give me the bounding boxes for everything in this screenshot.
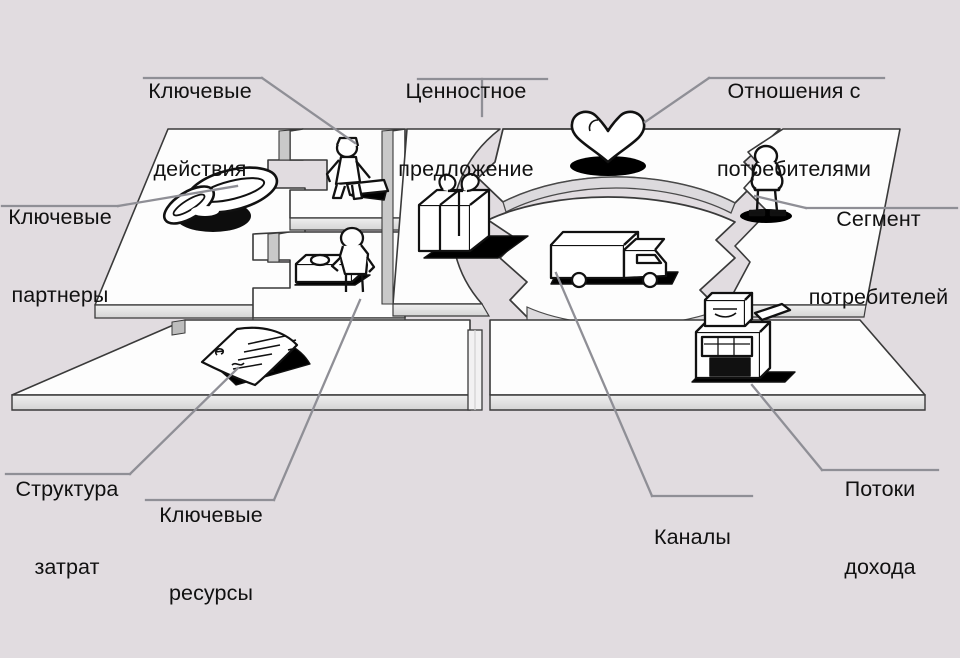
label-customer-segments[interactable]: Сегмент потребителей	[800, 154, 957, 362]
linked-rings-icon	[162, 166, 279, 232]
label-key-activities-line1: Ключевые	[148, 79, 252, 103]
gift-box-icon	[417, 173, 529, 259]
label-customer-relations-line2: потребителями	[716, 157, 872, 181]
label-value-proposition-line1: Ценностное	[405, 79, 527, 103]
label-key-partners-line1: Ключевые	[8, 205, 112, 229]
label-customer-relations-line1: Отношения с	[727, 79, 861, 103]
canvas-diagram: Ключевые действия Ценностное предложение…	[0, 26, 959, 605]
label-key-resources-line2: ресурсы	[168, 581, 254, 605]
label-value-proposition-line2: предложение	[398, 157, 534, 181]
label-revenue-streams-line1: Потоки	[844, 477, 916, 501]
label-channels[interactable]: Каналы	[654, 472, 764, 602]
label-cost-structure-line2: затрат	[34, 555, 100, 579]
label-revenue-streams[interactable]: Потоки дохода	[820, 424, 940, 632]
label-customer-relations[interactable]: Отношения с потребителями	[700, 26, 888, 234]
label-cost-structure[interactable]: Структура затрат	[4, 424, 130, 632]
delivery-truck-icon	[549, 230, 679, 289]
worker-with-machine-icon	[294, 226, 376, 293]
label-key-activities[interactable]: Ключевые действия	[120, 26, 280, 234]
label-customer-segments-line1: Сегмент	[836, 207, 921, 231]
label-key-partners-line2: партнеры	[11, 283, 109, 307]
label-key-activities-line2: действия	[153, 157, 247, 181]
label-key-partners[interactable]: Ключевые партнеры	[0, 152, 120, 360]
label-customer-segments-line2: потребителей	[808, 285, 949, 309]
business-model-canvas-illustration	[0, 76, 959, 502]
cash-register-icon	[691, 291, 796, 383]
label-cost-structure-line1: Структура	[15, 477, 119, 501]
invoice-document-icon	[200, 326, 311, 387]
heart-icon	[570, 110, 646, 176]
label-revenue-streams-line2: дохода	[844, 555, 916, 579]
label-channels-line1: Каналы	[654, 525, 731, 549]
standing-person-icon	[740, 144, 792, 223]
label-key-resources[interactable]: Ключевые ресурсы	[146, 450, 276, 658]
label-leader-lines	[0, 76, 959, 502]
label-value-proposition[interactable]: Ценностное предложение	[382, 26, 550, 234]
center-divider-post	[467, 329, 483, 411]
worker-hammering-icon	[325, 136, 390, 201]
label-key-resources-line1: Ключевые	[159, 503, 263, 527]
